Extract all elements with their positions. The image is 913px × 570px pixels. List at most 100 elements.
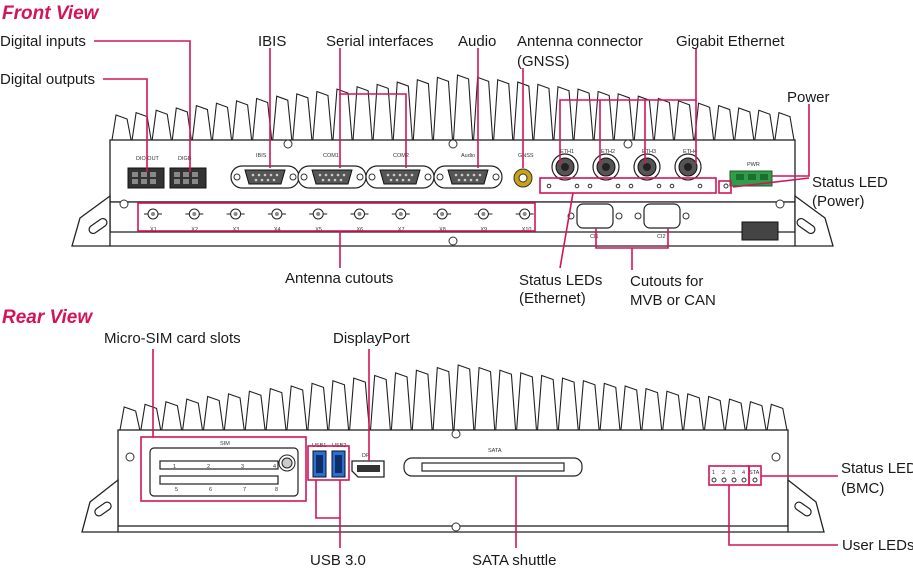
eth4-label: ETH4 xyxy=(683,149,697,155)
label-ibis: IBIS xyxy=(258,33,286,50)
power-led-highlight xyxy=(718,180,732,194)
heatsink-fin xyxy=(432,366,454,431)
heatsink-fin xyxy=(557,377,579,431)
eth2-label: ETH2 xyxy=(601,149,615,155)
eth1-label: ETH1 xyxy=(560,149,574,155)
antenna-label: X7 xyxy=(398,227,405,233)
heatsink-fin xyxy=(312,90,333,141)
heatsink-fin xyxy=(131,111,152,141)
rear-device: SIM 1 2 3 4 5 6 7 8 USB1 USB2 DP SATA 1 … xyxy=(81,364,825,533)
heatsink-fin xyxy=(533,83,554,141)
label-micro-sim: Micro-SIM card slots xyxy=(104,330,241,347)
sata-label: SATA xyxy=(488,448,502,454)
heatsink-fin xyxy=(473,76,494,141)
heatsink-fin xyxy=(745,401,767,431)
label-gnss: (GNSS) xyxy=(517,53,570,70)
heatsink-fin xyxy=(231,100,253,141)
sim-slot-row-2 xyxy=(159,475,279,485)
heatsink-fin xyxy=(140,403,162,431)
heatsink-fin xyxy=(573,88,594,141)
label-user-leds: User LEDs xyxy=(842,537,913,554)
power-status-led xyxy=(723,183,729,189)
label-status-led-power: Status LED xyxy=(812,174,888,191)
heatsink-fin xyxy=(599,382,621,431)
dsub-port xyxy=(379,169,421,185)
ethernet-status-led xyxy=(546,183,552,189)
front-flange-right xyxy=(794,194,834,247)
label-cutouts-sub: MVB or CAN xyxy=(630,292,716,309)
label-status-led-bmc: Status LED xyxy=(841,460,913,477)
heatsink-fin xyxy=(578,379,600,431)
ethernet-status-led xyxy=(574,183,580,189)
heatsink-fin xyxy=(452,74,474,141)
heatsink-fin xyxy=(734,107,755,141)
label-digital-inputs: Digital inputs xyxy=(0,33,86,50)
digb-label: DIGB xyxy=(178,156,192,162)
heatsink-fin xyxy=(392,81,413,141)
heatsink-fin xyxy=(191,104,213,141)
heatsink-fin xyxy=(181,398,204,431)
heatsink-fin xyxy=(411,369,433,431)
heatsink-fin xyxy=(536,374,558,431)
heatsink-fin xyxy=(369,374,391,431)
heatsink-fin xyxy=(119,406,141,431)
heatsink-fin xyxy=(432,76,454,141)
heatsink-fin xyxy=(641,387,663,431)
heatsink-fin xyxy=(307,382,329,431)
heatsink-fin xyxy=(349,377,371,431)
svg-text:1: 1 xyxy=(712,470,715,476)
dsub-port xyxy=(244,169,286,185)
screw-icon xyxy=(119,199,129,209)
heatsink-fin xyxy=(633,95,654,141)
heatsink-fin xyxy=(714,104,735,141)
user-led-1 xyxy=(711,477,717,483)
gnss-label: GNSS xyxy=(518,153,534,159)
eth3-label: ETH3 xyxy=(642,149,656,155)
com1-port-label: COM1 xyxy=(323,153,339,159)
heatsink-fin xyxy=(553,86,574,141)
svg-text:3: 3 xyxy=(732,470,735,476)
heatsink-fin xyxy=(412,78,433,141)
label-usb: USB 3.0 xyxy=(310,552,366,569)
label-digital-outputs: Digital outputs xyxy=(0,71,95,88)
svg-text:6: 6 xyxy=(209,487,212,493)
front-view-title: Front View xyxy=(2,3,100,24)
label-antenna-connector: Antenna connector xyxy=(517,33,643,50)
heatsink-fin xyxy=(493,78,514,141)
svg-text:2: 2 xyxy=(207,464,210,470)
heatsink-fin xyxy=(171,107,192,141)
screw-icon xyxy=(448,236,458,246)
heatsink-fin xyxy=(286,385,308,431)
heatsink-fin xyxy=(265,387,287,431)
heatsink-fin xyxy=(724,398,746,431)
antenna-label: X9 xyxy=(480,227,487,233)
heatsink-fin xyxy=(474,366,496,431)
ethernet-status-led xyxy=(628,183,634,189)
label-status-led-bmc-sub: (BMC) xyxy=(841,480,884,497)
svg-text:4: 4 xyxy=(273,464,276,470)
heatsink-fin xyxy=(683,393,705,431)
ethernet-status-led xyxy=(669,183,675,189)
heatsink-fin xyxy=(620,385,642,431)
antenna-label: X3 xyxy=(233,227,240,233)
heatsink-fin xyxy=(774,111,795,141)
user-led-3 xyxy=(731,477,737,483)
heatsink-fin xyxy=(653,97,675,141)
antenna-label: X1 xyxy=(150,227,157,233)
front-flange-left xyxy=(71,194,111,247)
svg-text:5: 5 xyxy=(175,487,178,493)
heatsink-fin xyxy=(332,88,353,141)
ci1-label: CI1 xyxy=(590,234,599,240)
heatsink-fin xyxy=(390,372,412,431)
svg-text:2: 2 xyxy=(722,470,725,476)
sata-shuttle-slot xyxy=(421,462,565,472)
heatsink-fin xyxy=(593,90,614,141)
heatsink-fin xyxy=(161,401,183,431)
heatsink-fin xyxy=(252,97,273,141)
ethernet-status-led xyxy=(656,183,662,189)
label-status-led-power-sub: (Power) xyxy=(812,193,865,210)
label-power: Power xyxy=(787,89,830,106)
antenna-label: X10 xyxy=(522,227,532,233)
ethernet-status-led xyxy=(587,183,593,189)
heatsink-fin xyxy=(223,393,245,431)
